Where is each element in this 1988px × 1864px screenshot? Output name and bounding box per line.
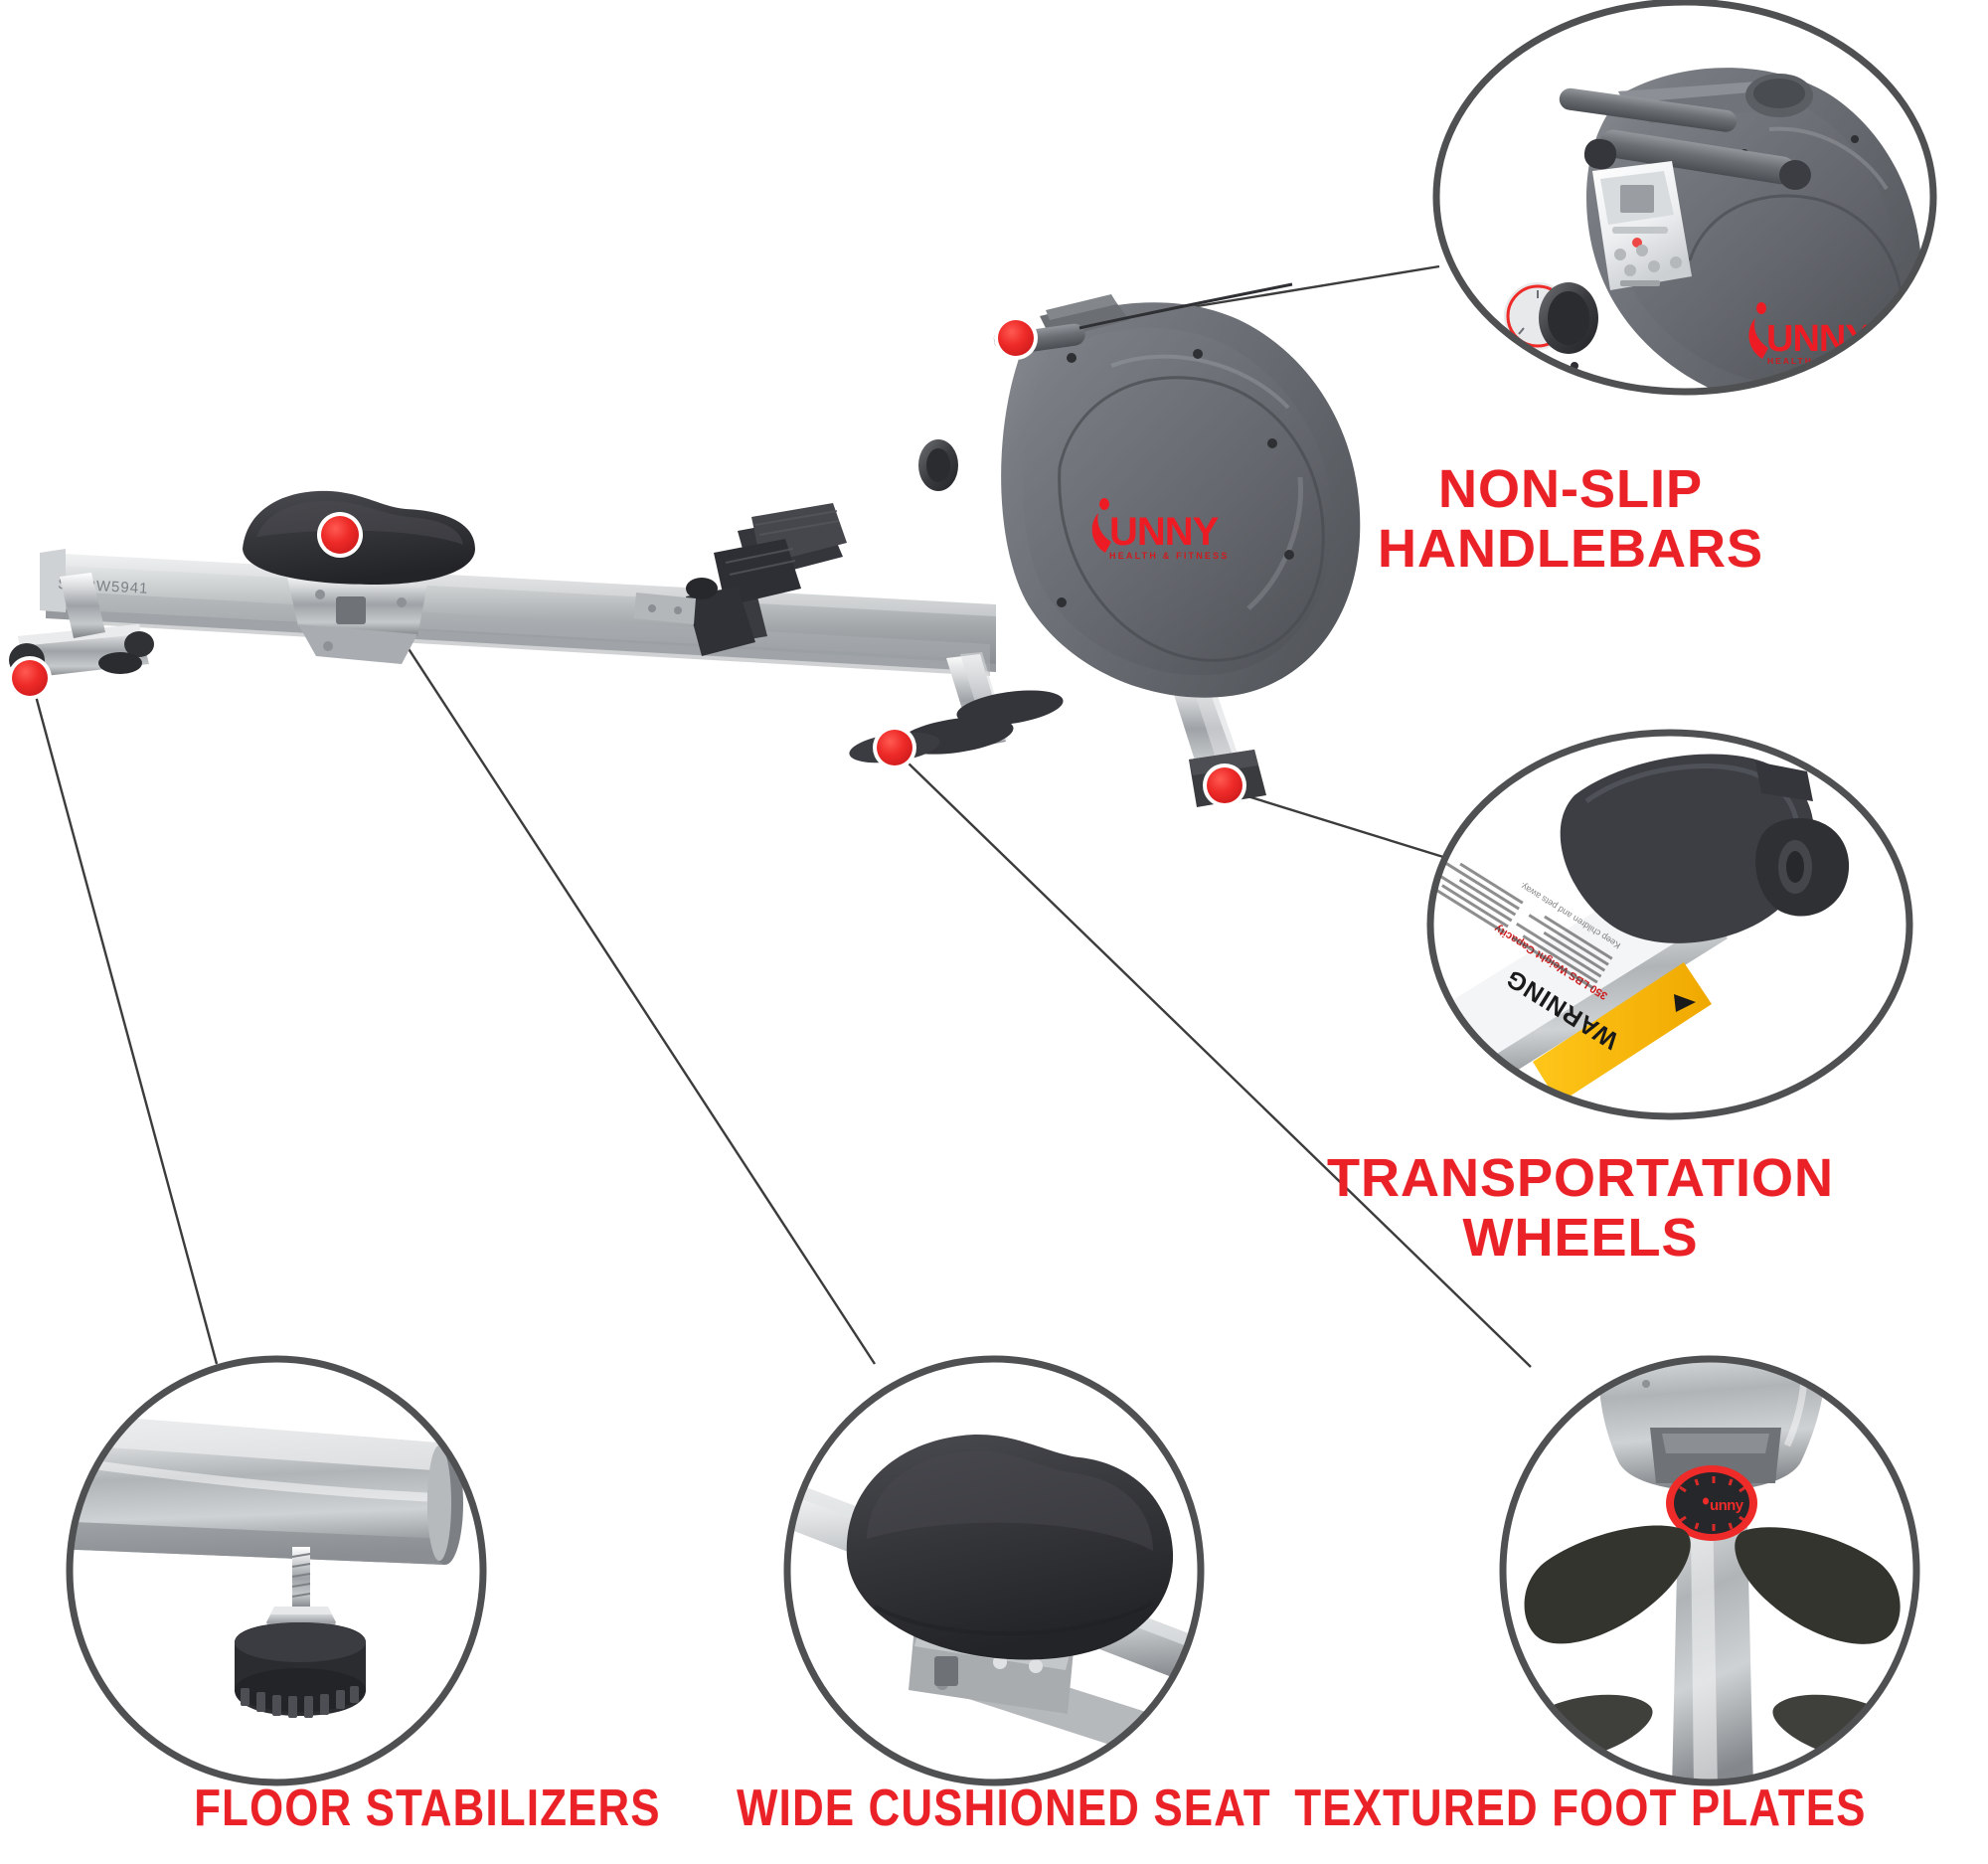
inset-transportation-wheel-closeup: WARNING 350 LBS Weight Capacity [1426,729,1913,1120]
floor-stabilizer-foot [98,652,142,674]
leader-line-footplates [906,761,1532,1368]
feature-label-floor-stabilizers: FLOOR STABILIZERS [194,1779,661,1837]
foot-plate-right [1735,1527,1901,1644]
feature-label-textured-foot-plates: TEXTURED FOOT PLATES [1294,1779,1867,1837]
foot-pedal-assembly [634,503,847,656]
rubber-foot-pad [235,1622,366,1718]
transportation-wheel-cap [1560,754,1850,943]
callout-dots [8,316,1246,807]
inset-seat-closeup [783,1355,1205,1786]
monitor-console [1592,161,1692,290]
feature-label-transportation-wheels: TRANSPORTATION WHEELS [1327,1148,1834,1269]
stabilizer-tube [72,1412,463,1565]
svg-text:unny: unny [1710,1497,1744,1514]
callout-dot-stabilizers[interactable] [8,656,52,700]
callout-dot-handlebars[interactable] [994,316,1038,360]
inset-floor-stabilizer-closeup [66,1355,487,1786]
inset-handlebar-console-closeup: UNNY HEALTH & FITNESS [1432,0,1937,396]
feature-label-non-slip-handlebars: NON-SLIP HANDLEBARS [1378,459,1763,580]
tension-knob-inset [1504,282,1598,354]
product-illustration-rowing-machine: SF-RW5941 [9,282,1361,807]
tension-knob-main [918,439,958,491]
leader-lines [34,264,1532,1368]
leader-line-seat [344,552,877,1365]
svg-text:UNNY: UNNY [1109,510,1220,554]
inset-circle-footplates [1499,1355,1920,1786]
callout-dot-seat[interactable] [317,512,363,558]
sunny-badge-foot-plate: unny [1666,1465,1757,1541]
inset-circle-handlebars [1432,0,1937,396]
slide-rail: SF-RW5941 [40,549,996,676]
flywheel-housing: UNNY HEALTH & FITNESS [918,294,1361,698]
svg-text:HEALTH & FITNESS: HEALTH & FITNESS [1109,551,1230,561]
leader-line-wheels [1243,793,1444,859]
feature-label-wide-cushioned-seat: WIDE CUSHIONED SEAT [737,1779,1271,1837]
callout-dot-footplates[interactable] [873,726,916,769]
leader-line-stabilizers [34,695,219,1365]
inset-circle-stabilizers [66,1355,487,1786]
brand-logo-main: UNNY HEALTH & FITNESS [1091,498,1230,561]
inset-foot-plate-closeup: unny [1499,1355,1920,1786]
inset-circle-seat [783,1355,1205,1786]
foot-plate-left [1524,1525,1691,1644]
inset-circle-wheels [1426,729,1913,1120]
callout-dot-wheels[interactable] [1203,763,1246,807]
